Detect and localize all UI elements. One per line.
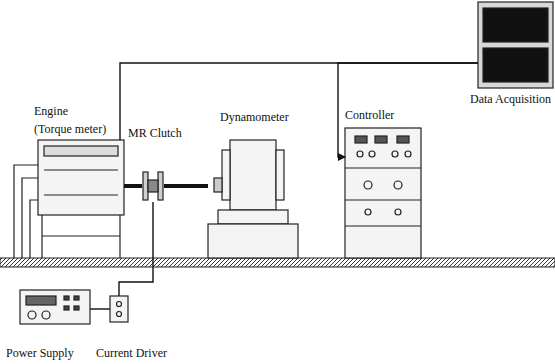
equipment-node: MR Clutch [142,170,164,202]
equipment-label: Power Supply [6,346,74,360]
drive-shaft [124,184,142,188]
equipment-label: MR Clutch [128,126,182,140]
signal-wire [120,63,478,140]
equipment-node: Current Driver [110,296,128,322]
equipment-node: Data Acquisition [478,2,553,88]
signal-wire [338,63,478,157]
equipment-label: Current Driver [96,346,167,360]
equipment-node: Dynamometer [208,140,298,258]
equipment-label: Dynamometer [220,110,289,124]
signal-wire [119,202,153,296]
equipment-node: Power Supply [20,290,90,324]
equipment-node: Controller [345,128,421,258]
equipment-label: Data Acquisition [470,92,551,106]
equipment-node: Engine(Torque meter) [38,140,124,215]
equipment-label: (Torque meter) [34,122,106,136]
equipment-label: Engine [34,104,68,118]
signal-wire [90,308,110,309]
drive-shaft [164,184,208,188]
equipment-label: Controller [345,108,394,122]
